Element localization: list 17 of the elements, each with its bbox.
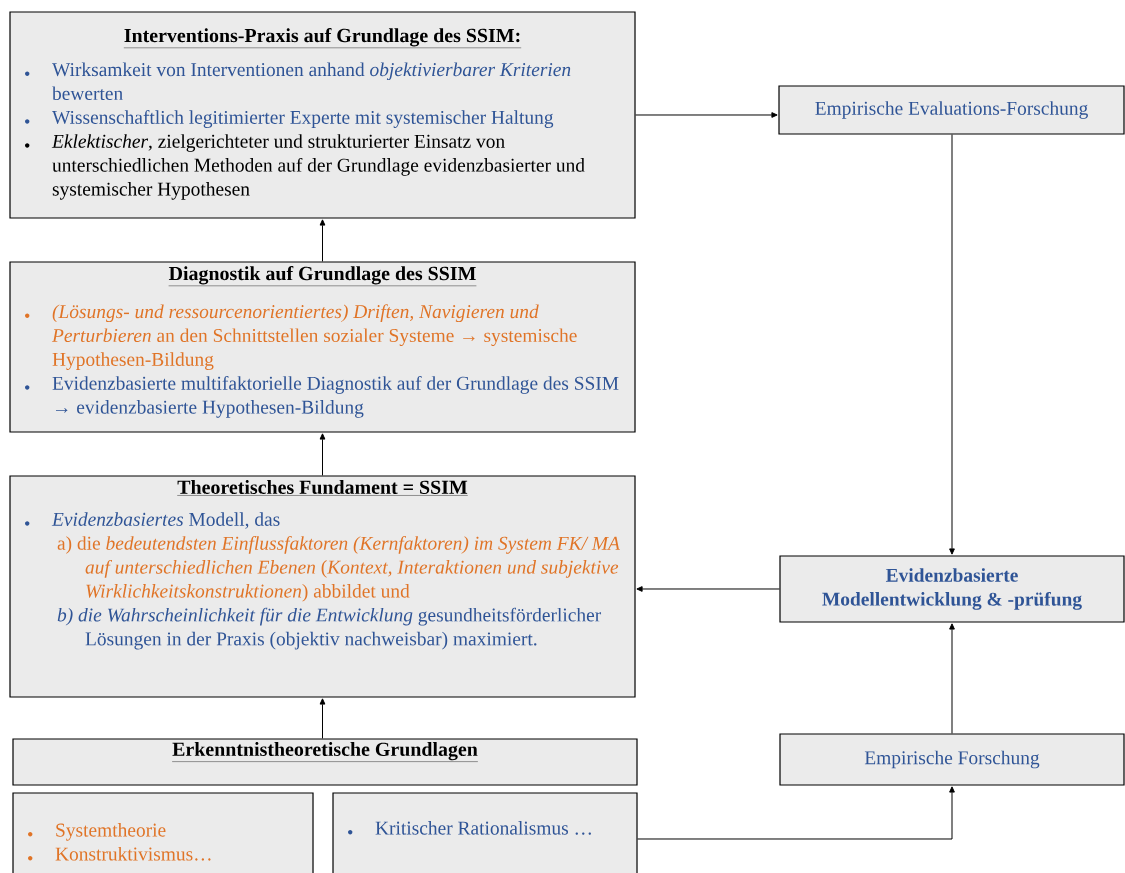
text-box: Theoretisches Fundament = SSIM Evidenzbasiertes Modell, das a) die bedeutendsten Einflussfaktoren (Kernfaktoren) im System FK/ MA auf unterschiedlichen Ebenen (Kontext, Interaktionen und subjektive Wirklichkeitskonstruktionen) abbildet und b) die Wahrscheinlichkeit für die Entwicklung gesundheitsförderlicher Lösungen in der Praxis (objektiv nachweisbar) maximiert. <box>9 475 636 698</box>
arrow <box>949 623 955 734</box>
arrow <box>949 134 955 555</box>
arrow <box>319 433 326 476</box>
arrow <box>319 698 326 739</box>
text-box: Kritischer Rationalismus … <box>332 792 638 873</box>
arrow <box>635 112 778 118</box>
text-box: Erkenntnistheoretische Grundlagen <box>12 738 638 786</box>
arrow <box>319 219 326 262</box>
text-box: Diagnostik auf Grundlage des SSIM (Lösungs- und ressourcenorientiertes) Driften, Navigieren und Perturbieren an den Schnittstellen sozialer Systeme → systemische Hypothesen-Bildung Evidenzbasierte multifaktorielle Diagnostik auf der Grundlage des SSIM → evidenzbasierte Hypothesen-Bildung <box>9 261 636 433</box>
arrow <box>636 586 780 592</box>
text-box: Interventions-Praxis auf Grundlage des SSIM: Wirksamkeit von Interventionen anhand objektivierbarer Kriterien bewerten Wissenschaftlich legitimierter Experte mit systemischer Haltung Eklektischer, zielgerichteter und strukturierter Einsatz von unterschiedlichen Methoden auf der Grundlage evidenzbasierter und systemischer Hypothesen <box>9 11 636 219</box>
text-box: Evidenzbasierte Modellentwicklung & -prüfung <box>779 555 1125 623</box>
text-box: Empirische Forschung <box>779 733 1125 786</box>
arrow <box>637 786 955 840</box>
text-box: Systemtheorie Konstruktivismus… <box>12 792 314 873</box>
text-box: Empirische Evaluations-Forschung <box>778 85 1125 135</box>
